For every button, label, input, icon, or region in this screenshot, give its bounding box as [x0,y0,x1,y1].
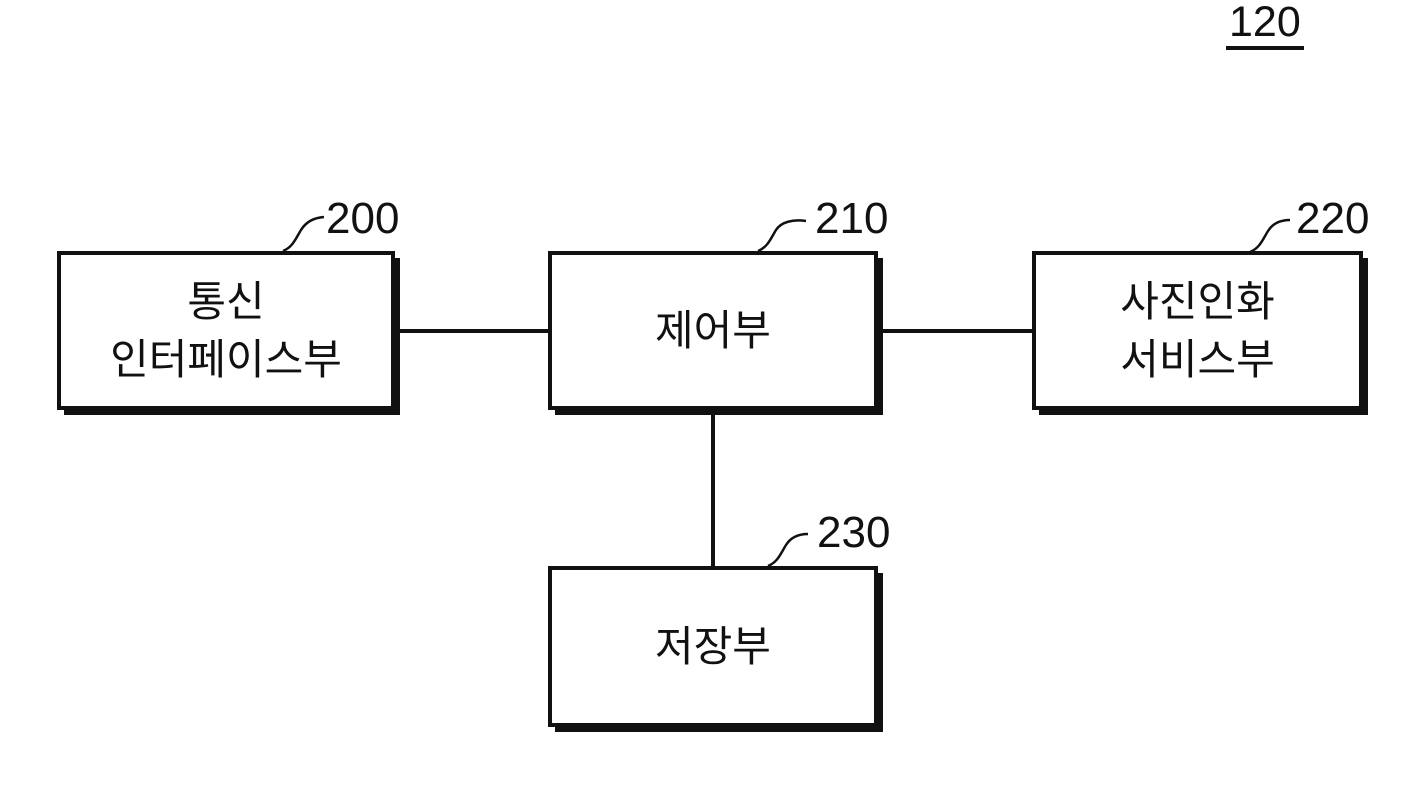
figure-number: 120 [1226,1,1304,50]
ref-label-230: 230 [817,508,891,557]
block-storage: 저장부 [548,566,878,727]
block-communication-interface: 통신 인터페이스부 [57,251,395,410]
block-controller-label: 제어부 [655,306,771,354]
block-photo-print-service-label: 사진인화 서비스부 [1120,277,1275,383]
block-controller: 제어부 [548,251,878,410]
ref-label-210: 210 [815,194,889,243]
leader-line-200 [282,215,325,253]
leader-line-220 [1249,218,1291,254]
leader-line-210 [757,219,807,253]
leader-line-230 [767,532,809,568]
ref-label-220: 220 [1296,194,1370,243]
block-storage-label: 저장부 [655,622,771,670]
block-photo-print-service: 사진인화 서비스부 [1032,251,1363,410]
block-communication-interface-label: 통신 인터페이스부 [110,277,342,383]
ref-label-200: 200 [326,194,400,243]
